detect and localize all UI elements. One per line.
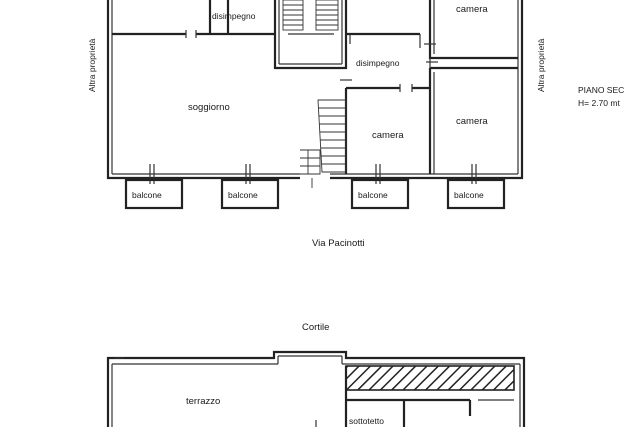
room-label-terrazzo: terrazzo [186, 396, 220, 407]
balcony-group [124, 178, 506, 210]
balcony-label-2: balcone [228, 190, 258, 200]
balcony-2 [220, 178, 280, 210]
side-label-right: Altra proprietà [536, 38, 546, 92]
floor-info: PIANO SEC H= 2.70 mt [578, 85, 624, 108]
floor-name: PIANO SEC [578, 85, 624, 95]
upper-outer-wall-left [106, 0, 300, 180]
upper-stair-flight-top [282, 0, 339, 31]
floor-height: H= 2.70 mt [578, 98, 620, 108]
upper-outer-wall-right [330, 0, 524, 180]
street-label: Via Pacinotti [312, 238, 365, 249]
side-label-left: Altra proprietà [87, 38, 97, 92]
upper-stair-flight-lower [300, 99, 347, 188]
room-label-sottotetto: sottotetto [349, 416, 384, 426]
upper-door-marks [185, 30, 438, 92]
upper-floor-plan: disimpegno camera disimpegno soggiorno c… [87, 0, 546, 249]
room-label-soggiorno: soggiorno [188, 102, 230, 113]
room-label-disimpegno-mid: disimpegno [356, 58, 400, 68]
balcony-label-1: balcone [132, 190, 162, 200]
hatched-roof-band [345, 365, 515, 391]
balcony-label-3: balcone [358, 190, 388, 200]
room-label-camera-center: camera [372, 130, 404, 141]
balcony-1 [124, 178, 184, 210]
room-label-disimpegno-top: disimpegno [212, 11, 256, 21]
room-label-camera-top-right: camera [456, 4, 488, 15]
room-label-camera-right: camera [456, 116, 488, 127]
balcony-label-4: balcone [454, 190, 484, 200]
lower-floor-plan: Cortile terrazzo sottotetto [106, 322, 526, 427]
courtyard-label: Cortile [302, 322, 329, 333]
balcony-4 [446, 178, 506, 210]
balcony-3 [350, 178, 410, 210]
